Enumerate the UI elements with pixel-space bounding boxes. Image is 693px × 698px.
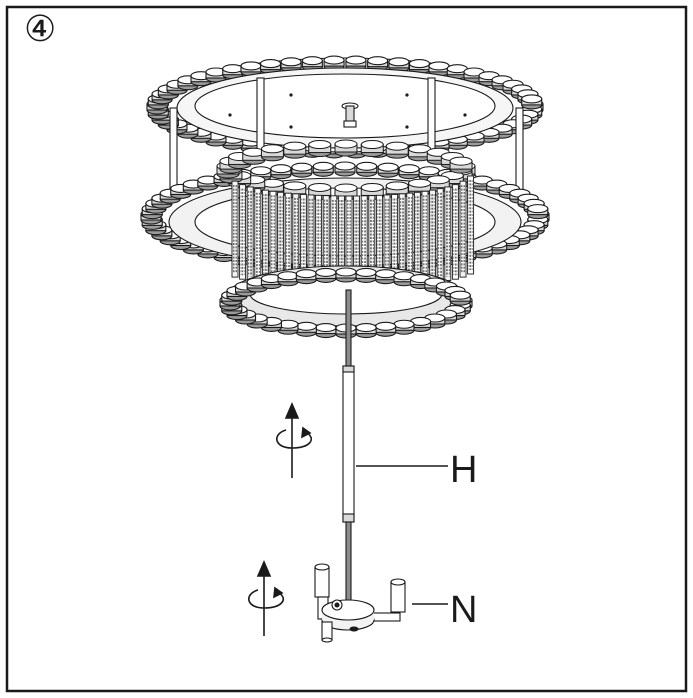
bead <box>375 269 397 285</box>
screw <box>289 93 293 97</box>
bead <box>393 319 415 335</box>
bead <box>312 161 334 177</box>
crystal-cylinder <box>216 139 476 287</box>
screw <box>463 113 467 117</box>
crystal-rod <box>231 180 239 278</box>
crystal-cap <box>449 156 473 174</box>
rod-h-cap-bottom <box>342 513 355 523</box>
candle-socket <box>321 621 333 641</box>
bead <box>277 319 299 335</box>
panel-border <box>5 5 688 693</box>
bead <box>398 164 420 180</box>
rod-h-cap-top <box>342 365 355 373</box>
crystal-cap <box>283 141 307 159</box>
bead <box>334 161 356 177</box>
bead <box>291 162 313 178</box>
support-rod <box>427 77 436 159</box>
bead <box>446 134 468 150</box>
bead <box>521 94 543 110</box>
rotate-arrow-icon <box>276 401 312 478</box>
upper-cable <box>345 289 352 369</box>
support-rod <box>515 107 524 199</box>
support-rod <box>256 77 265 159</box>
bead <box>367 56 389 72</box>
candle-socket <box>314 566 330 598</box>
canopy-screws <box>228 93 467 129</box>
candle-socket <box>390 581 406 613</box>
crystal-cap <box>360 140 384 158</box>
bead <box>355 267 377 283</box>
screw <box>405 125 409 129</box>
part-label-n: N <box>450 589 478 631</box>
bead <box>222 64 244 80</box>
lower-cable <box>345 521 352 603</box>
bead <box>222 134 244 150</box>
suspension-rod <box>342 289 355 603</box>
bead <box>356 161 378 177</box>
bead <box>315 267 337 283</box>
crystal-cap <box>334 139 358 157</box>
rod-h <box>342 365 355 523</box>
screw <box>228 113 232 117</box>
bead <box>280 57 302 73</box>
part-label-h: H <box>450 449 478 491</box>
crystal-cap <box>334 183 358 201</box>
crystal-cap <box>385 141 409 159</box>
bead <box>277 271 299 287</box>
bead <box>240 61 262 77</box>
crystal-rod <box>459 180 467 278</box>
bead <box>315 323 337 339</box>
central-hook <box>341 102 359 128</box>
bead <box>449 290 471 306</box>
bead <box>190 71 212 87</box>
bead <box>295 321 317 337</box>
bead <box>410 316 432 332</box>
bead <box>375 321 397 337</box>
middle-tier <box>140 161 550 273</box>
crystal-rod <box>239 184 247 280</box>
crystal-cap <box>260 144 284 162</box>
bead <box>197 175 219 191</box>
bead <box>377 162 399 178</box>
crystal-rods <box>231 175 475 287</box>
crystal-top-caps <box>216 139 476 201</box>
crystal-cap <box>242 147 266 165</box>
bead <box>345 55 367 71</box>
screw <box>405 93 409 97</box>
lower-ring-beads <box>219 267 473 339</box>
bottom-holder <box>314 563 406 643</box>
bead <box>527 204 549 220</box>
lower-tier <box>219 265 473 339</box>
screw <box>289 125 293 129</box>
bead <box>260 274 282 290</box>
step-number: ④ <box>24 9 57 50</box>
bead <box>355 323 377 339</box>
bead <box>335 267 357 283</box>
bead <box>295 269 317 285</box>
crystal-rod <box>451 184 459 280</box>
rotate-arrow-icon <box>248 559 284 636</box>
bead <box>270 164 292 180</box>
crystal-cap <box>308 140 332 158</box>
